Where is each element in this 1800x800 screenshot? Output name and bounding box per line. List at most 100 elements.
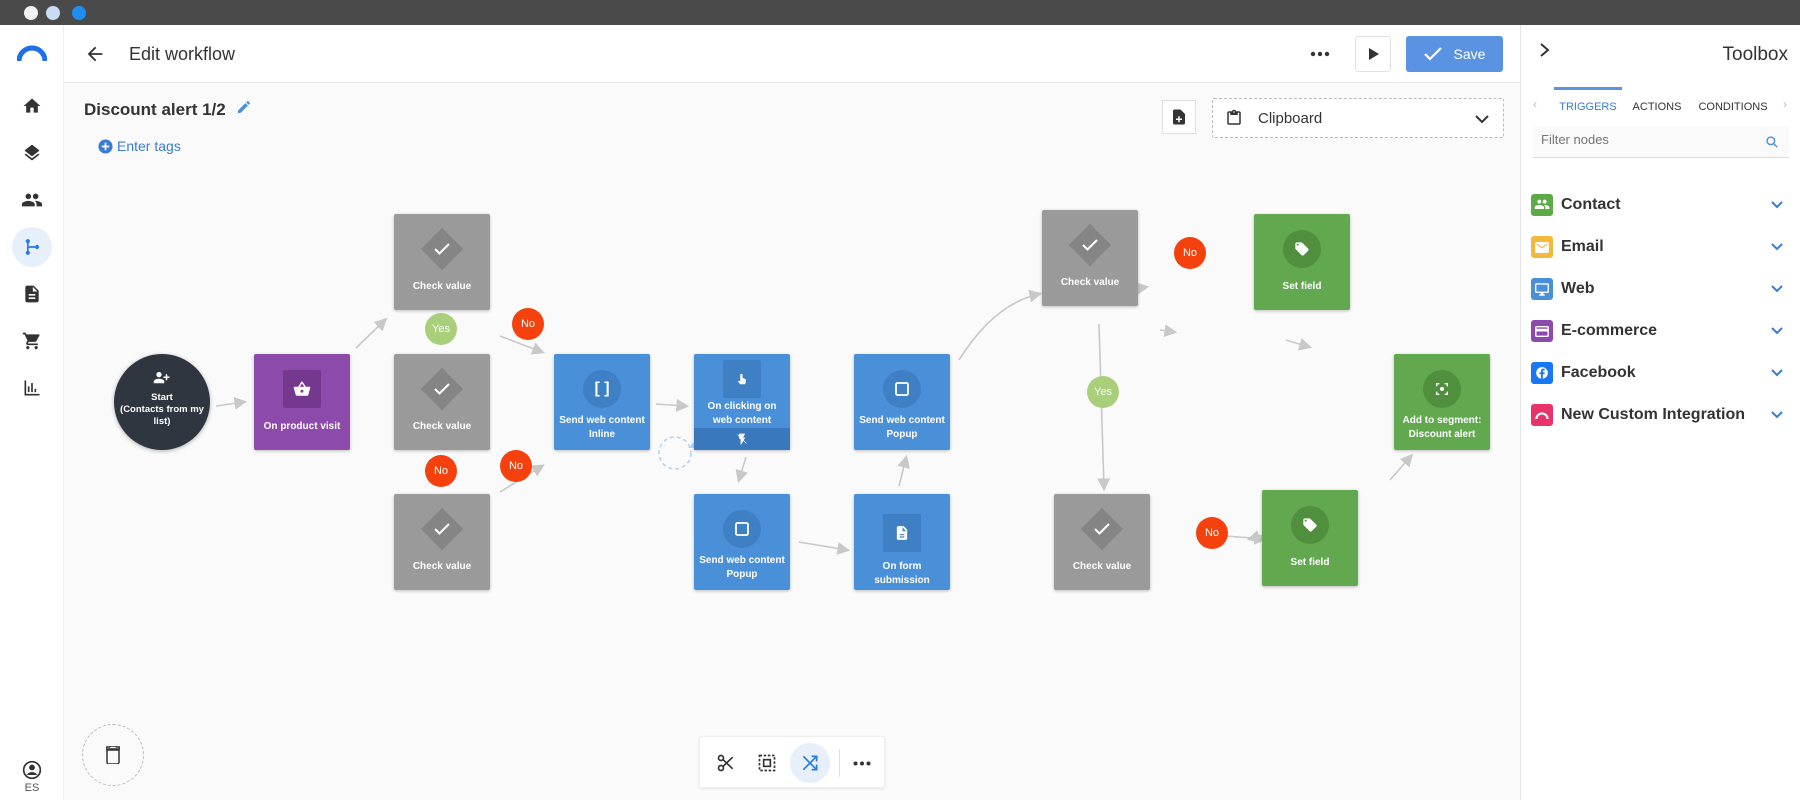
category-new-custom-integration[interactable]: New Custom Integration	[1531, 402, 1791, 428]
no-badge: No	[1174, 237, 1206, 269]
canvas-toolbar	[699, 736, 885, 788]
node-label: Check value	[412, 561, 472, 572]
cart-icon[interactable]	[12, 321, 52, 361]
check-value-node-bottom[interactable]: Check value	[394, 494, 490, 590]
web-category-icon	[1531, 278, 1553, 300]
add-to-segment-node[interactable]: Add to segment: Discount alert	[1394, 354, 1490, 450]
enter-tags-link[interactable]: Enter tags	[98, 138, 181, 154]
yes-badge: Yes	[1087, 376, 1119, 408]
node-label: Check value	[1072, 561, 1132, 572]
select-area-icon[interactable]	[751, 747, 783, 779]
run-workflow-button[interactable]	[1355, 36, 1391, 72]
left-nav-rail: ES	[0, 25, 64, 800]
layers-icon[interactable]	[12, 133, 52, 173]
collapse-chevron-icon[interactable]	[1537, 42, 1555, 60]
user-avatar-icon[interactable]	[22, 760, 42, 780]
save-button[interactable]: Save	[1406, 36, 1503, 72]
credit-card-icon	[1531, 320, 1553, 342]
add-note-button[interactable]	[1162, 100, 1196, 134]
group-add-icon	[153, 372, 170, 384]
more-options-icon[interactable]	[1307, 41, 1333, 67]
send-web-content-inline-node[interactable]: [ ] Send web content Inline	[554, 354, 650, 450]
edit-name-pencil-icon[interactable]	[236, 99, 254, 117]
category-label: Contact	[1561, 196, 1621, 213]
clipboard-dropdown[interactable]: Clipboard	[1212, 98, 1504, 138]
check-icon	[1423, 47, 1442, 61]
touch-icon	[723, 360, 761, 398]
on-product-visit-node[interactable]: On product visit	[254, 354, 350, 450]
tab-label: ACTIONS	[1632, 101, 1682, 113]
tag-icon	[1291, 506, 1329, 544]
facebook-icon	[1531, 362, 1553, 384]
set-field-node-top[interactable]: Set field	[1254, 214, 1350, 310]
play-icon	[1369, 48, 1379, 60]
back-arrow-icon[interactable]	[84, 43, 106, 65]
tabs-scroll-left-icon[interactable]: ‹	[1533, 97, 1537, 111]
clipboard-label: Clipboard	[1258, 110, 1323, 127]
contacts-icon[interactable]	[12, 180, 52, 220]
category-e-commerce[interactable]: E-commerce	[1531, 318, 1791, 344]
tab-actions[interactable]: ACTIONS	[1625, 97, 1689, 115]
check-value-node-right-top[interactable]: Check value	[1042, 210, 1138, 306]
chevron-down-icon	[1771, 411, 1783, 419]
category-contact[interactable]: Contact	[1531, 192, 1791, 218]
scissors-icon[interactable]	[710, 747, 742, 779]
document-icon[interactable]	[12, 274, 52, 314]
custom-integration-icon	[1531, 404, 1553, 426]
analytics-icon[interactable]	[12, 368, 52, 408]
node-label: Send web content Popup	[859, 415, 945, 440]
clipboard-icon	[1227, 109, 1241, 125]
node-label: Check value	[412, 281, 472, 292]
flash-off-icon	[737, 433, 747, 445]
page-title: Edit workflow	[129, 44, 236, 64]
active-tab-indicator	[1554, 87, 1622, 90]
node-label: On product visit	[263, 421, 341, 432]
category-label: E-commerce	[1561, 322, 1658, 339]
check-icon	[420, 227, 464, 271]
window-maximize-button[interactable]	[72, 6, 86, 20]
category-facebook[interactable]: Facebook	[1531, 360, 1791, 386]
send-web-content-popup-node-middle[interactable]: Send web content Popup	[854, 354, 950, 450]
node-label: On form submission	[874, 561, 930, 586]
node-label: Set field	[1282, 281, 1322, 292]
workflow-canvas[interactable]: Discount alert 1/2 Enter tags Clipboard	[64, 84, 1564, 800]
app-logo-icon[interactable]	[16, 44, 48, 62]
chevron-down-icon	[1771, 369, 1783, 377]
check-value-node-top[interactable]: Check value	[394, 214, 490, 310]
contact-category-icon	[1531, 194, 1553, 216]
send-web-content-popup-node-bottom[interactable]: Send web content Popup	[694, 494, 790, 590]
basket-icon	[283, 370, 321, 408]
delete-trash-button[interactable]	[82, 724, 144, 786]
chevron-down-icon	[1771, 327, 1783, 335]
workflow-icon[interactable]	[12, 227, 52, 267]
check-value-node-middle[interactable]: Check value	[394, 354, 490, 450]
tab-label: CONDITIONS	[1698, 101, 1768, 113]
brackets-icon: [ ]	[583, 370, 621, 408]
window-titlebar	[0, 0, 1800, 25]
more-tools-icon[interactable]	[846, 747, 878, 779]
page-header: Edit workflow Save	[64, 25, 1520, 83]
tab-conditions[interactable]: CONDITIONS	[1691, 97, 1775, 115]
on-form-submission-node[interactable]: On form submission	[854, 494, 950, 590]
check-value-node-right-bottom[interactable]: Check value	[1054, 494, 1150, 590]
search-icon	[1766, 136, 1778, 148]
filter-nodes-input[interactable]	[1541, 132, 1741, 147]
set-field-node-bottom[interactable]: Set field	[1262, 490, 1358, 586]
email-category-icon	[1531, 236, 1553, 258]
start-node[interactable]: Start (Contacts from my list)	[114, 354, 210, 450]
window-close-button[interactable]	[24, 6, 38, 20]
node-label: Check value	[412, 421, 472, 432]
no-badge: No	[1196, 517, 1228, 549]
shuffle-icon[interactable]	[790, 743, 830, 783]
category-label: Facebook	[1561, 364, 1636, 381]
tabs-scroll-right-icon[interactable]: ›	[1783, 97, 1787, 111]
category-web[interactable]: Web	[1531, 276, 1791, 302]
chevron-down-icon	[1771, 285, 1783, 293]
category-email[interactable]: Email	[1531, 234, 1791, 260]
tab-triggers[interactable]: TRIGGERS	[1553, 87, 1623, 115]
no-badge: No	[500, 450, 532, 482]
on-clicking-web-content-node[interactable]: On clicking on web content	[694, 354, 790, 450]
home-icon[interactable]	[12, 86, 52, 126]
window-minimize-button[interactable]	[46, 6, 60, 20]
filter-nodes-field[interactable]	[1533, 126, 1789, 158]
